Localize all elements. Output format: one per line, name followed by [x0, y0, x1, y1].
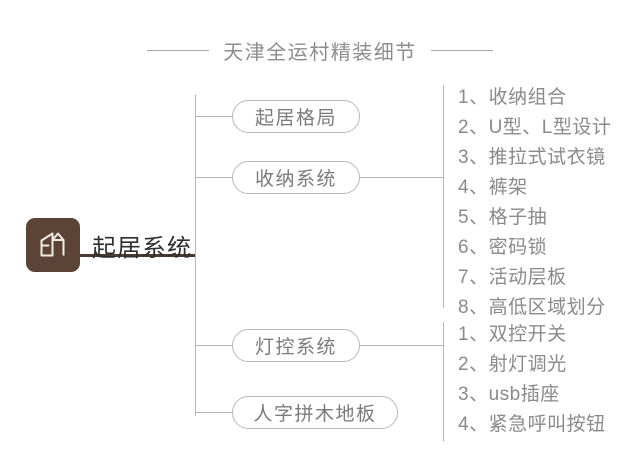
list-item: 1、双控开关 — [458, 324, 567, 345]
list-item: 4、裤架 — [458, 177, 528, 198]
list-item: 2、U型、L型设计 — [458, 117, 612, 138]
list-item: 6、密码锁 — [458, 237, 548, 258]
branch-stub-4 — [195, 412, 233, 413]
branch-stub-1 — [195, 116, 233, 117]
list-bar-1 — [443, 85, 444, 308]
detail-list-lighting: 1、双控开关 2、射灯调光 3、usb插座 4、紧急呼叫按钮 — [458, 320, 606, 440]
list-item: 5、格子抽 — [458, 207, 548, 228]
list-item: 4、紧急呼叫按钮 — [458, 414, 606, 435]
list-item: 3、usb插座 — [458, 384, 560, 405]
house-logo-icon — [26, 218, 80, 272]
root-connector-line — [80, 254, 196, 257]
detail-list-storage: 1、收纳组合 2、U型、L型设计 3、推拉式试衣镜 4、裤架 5、格子抽 6、密… — [458, 83, 611, 323]
branch-node-lighting-control[interactable]: 灯控系统 — [232, 329, 360, 362]
page-title: 天津全运村精装细节 — [0, 36, 640, 65]
list-connector-2 — [360, 345, 444, 346]
list-bar-2 — [443, 322, 444, 441]
branch-stub-2 — [195, 177, 233, 178]
list-item: 1、收纳组合 — [458, 87, 567, 108]
list-item: 8、高低区域划分 — [458, 297, 606, 318]
branch-node-storage-system[interactable]: 收纳系统 — [232, 161, 360, 194]
list-connector-1 — [360, 177, 444, 178]
list-item: 7、活动层板 — [458, 267, 567, 288]
title-rule-right — [430, 50, 493, 51]
branch-node-living-layout[interactable]: 起居格局 — [232, 100, 360, 133]
list-item: 3、推拉式试衣镜 — [458, 147, 606, 168]
root-node-label: 起居系统 — [92, 234, 192, 262]
list-item: 2、射灯调光 — [458, 354, 567, 375]
trunk-vertical-line — [195, 95, 196, 416]
branch-stub-3 — [195, 345, 233, 346]
root-node[interactable]: 起居系统 — [26, 218, 192, 272]
page-title-text: 天津全运村精装细节 — [223, 42, 417, 64]
title-rule-left — [147, 50, 210, 51]
branch-node-herringbone-floor[interactable]: 人字拼木地板 — [232, 396, 398, 429]
